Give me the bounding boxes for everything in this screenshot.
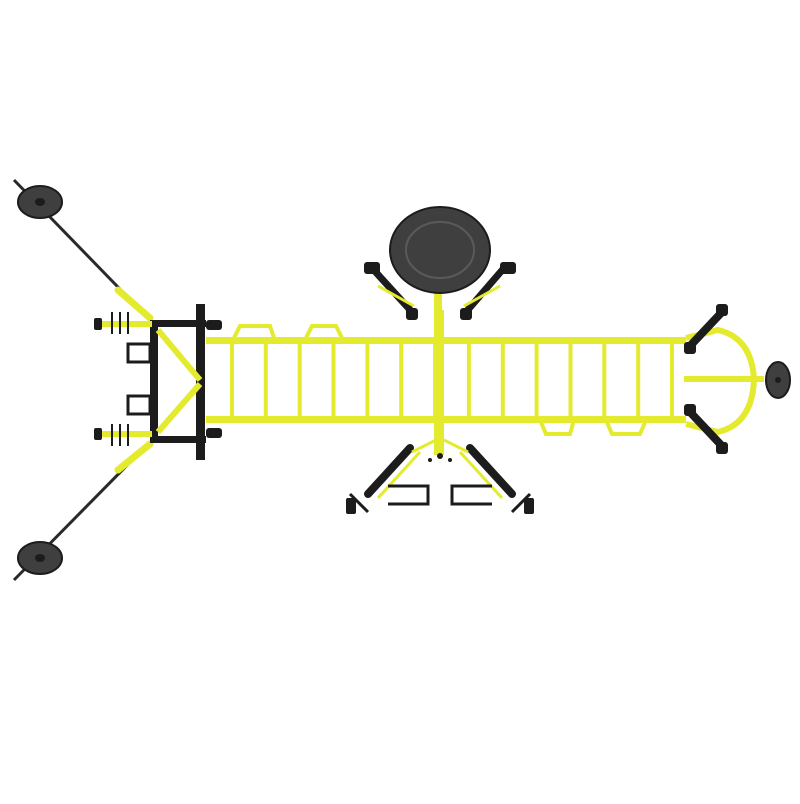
bottom-press-station — [346, 438, 534, 514]
ladder-rung — [534, 340, 539, 420]
right-end-station — [684, 304, 791, 454]
ladder-rung — [365, 340, 370, 420]
ladder-rung — [568, 340, 573, 420]
ladder-rung — [670, 340, 674, 420]
ladder-frame — [206, 310, 686, 455]
ladder-rung — [297, 340, 302, 420]
upper-barbell — [12, 178, 154, 322]
ladder-rung — [263, 340, 268, 420]
ladder-rung — [230, 340, 234, 420]
ladder-rung — [636, 340, 641, 420]
ladder-rung — [466, 340, 471, 420]
ladder-rung — [602, 340, 607, 420]
round-platform — [364, 206, 516, 320]
ladder-rungs — [230, 340, 674, 420]
ladder-rung — [399, 340, 404, 420]
ladder-rung — [500, 340, 505, 420]
lower-barbell — [12, 440, 154, 582]
round-tabletop — [389, 206, 491, 294]
left-rack — [94, 304, 222, 460]
ladder-rung — [331, 340, 336, 420]
